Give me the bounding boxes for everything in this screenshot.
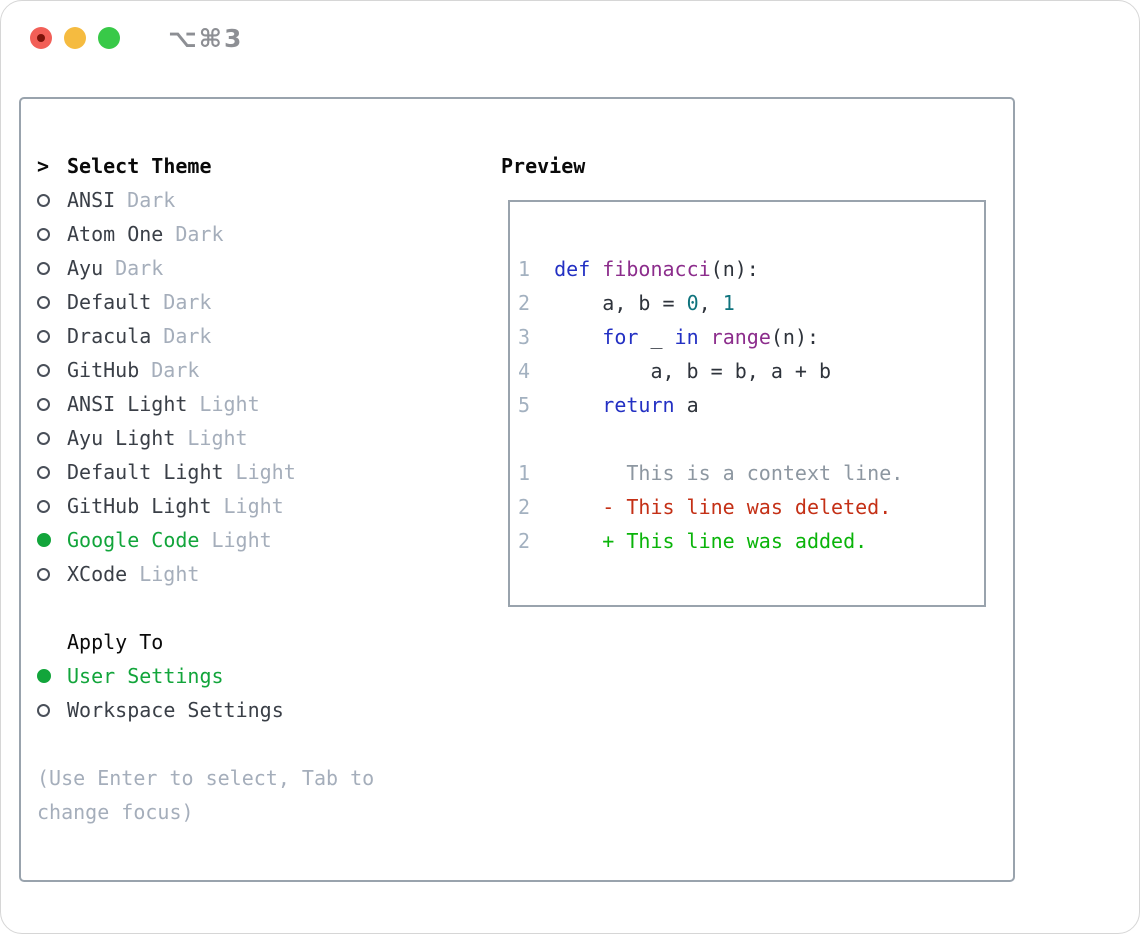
- line-number: 1: [518, 461, 531, 485]
- line-number: 1: [518, 257, 531, 281]
- theme-name: GitHub Light: [67, 494, 212, 518]
- preview-title: Preview: [501, 154, 586, 178]
- theme-item[interactable]: Atom One Dark: [37, 217, 477, 251]
- theme-variant: Light: [199, 392, 260, 416]
- radio-icon: [37, 363, 67, 377]
- maximize-button-icon[interactable]: [98, 27, 120, 49]
- radio-icon: [37, 499, 67, 513]
- caret-icon: >: [37, 154, 50, 178]
- radio-selected-icon: [37, 533, 67, 547]
- diff-preview: 1 This is a context line.2 - This line w…: [518, 456, 984, 558]
- line-number: 5: [518, 393, 531, 417]
- theme-variant: Light: [187, 426, 248, 450]
- radio-icon: [37, 431, 67, 445]
- radio-icon: [37, 703, 67, 717]
- theme-item[interactable]: ANSI Light Light: [37, 387, 477, 421]
- theme-name: XCode: [67, 562, 128, 586]
- theme-variant: Light: [139, 562, 200, 586]
- spacer: [518, 422, 984, 456]
- theme-item[interactable]: Ayu Dark: [37, 251, 477, 285]
- radio-icon: [37, 227, 67, 241]
- apply-to-header-row: Apply To: [37, 625, 477, 659]
- theme-name: Google Code: [67, 528, 200, 552]
- close-button-icon[interactable]: [30, 27, 52, 49]
- theme-name: GitHub: [67, 358, 140, 382]
- close-record-dot-icon: [37, 34, 45, 42]
- theme-name: Ayu Light: [67, 426, 176, 450]
- line-number: 2: [518, 291, 531, 315]
- theme-variant: Dark: [127, 188, 176, 212]
- radio-icon: [37, 329, 67, 343]
- apply-option-label: Workspace Settings: [67, 698, 284, 722]
- theme-item[interactable]: GitHub Dark: [37, 353, 477, 387]
- title-bar: ⌥⌘3: [1, 1, 1139, 75]
- line-number: 3: [518, 325, 531, 349]
- theme-variant: Dark: [175, 222, 224, 246]
- apply-option-label: User Settings: [67, 664, 224, 688]
- spacer: [37, 727, 477, 761]
- theme-item[interactable]: XCode Light: [37, 557, 477, 591]
- minimize-button-icon[interactable]: [64, 27, 86, 49]
- theme-variant: Light: [223, 494, 284, 518]
- theme-name: Default: [67, 290, 152, 314]
- spacer: [37, 591, 477, 625]
- help-text-line1: (Use Enter to select, Tab to: [37, 766, 375, 790]
- code-line: 2 a, b = 0, 1: [518, 286, 984, 320]
- apply-option[interactable]: User Settings: [37, 659, 477, 693]
- apply-option[interactable]: Workspace Settings: [37, 693, 477, 727]
- theme-item[interactable]: Ayu Light Light: [37, 421, 477, 455]
- theme-variant: Dark: [115, 256, 164, 280]
- radio-icon: [37, 261, 67, 275]
- theme-variant: Dark: [151, 358, 200, 382]
- code-line: 5 return a: [518, 388, 984, 422]
- theme-list-header-row: > Select Theme: [37, 149, 477, 183]
- code-line: 4 a, b = b, a + b: [518, 354, 984, 388]
- theme-variant: Dark: [163, 324, 212, 348]
- theme-item[interactable]: ANSI Dark: [37, 183, 477, 217]
- radio-icon: [37, 295, 67, 309]
- diff-line-added: 2 + This line was added.: [518, 524, 984, 558]
- theme-item[interactable]: Google Code Light: [37, 523, 477, 557]
- theme-variant: Dark: [163, 290, 212, 314]
- theme-item[interactable]: Dracula Dark: [37, 319, 477, 353]
- diff-line-deleted: 2 - This line was deleted.: [518, 490, 984, 524]
- radio-icon: [37, 567, 67, 581]
- theme-item[interactable]: Default Light Light: [37, 455, 477, 489]
- theme-name: Dracula: [67, 324, 152, 348]
- radio-selected-icon: [37, 669, 67, 683]
- theme-list-header: Select Theme: [67, 154, 212, 178]
- theme-item[interactable]: GitHub Light Light: [37, 489, 477, 523]
- theme-name: Default Light: [67, 460, 224, 484]
- radio-icon: [37, 397, 67, 411]
- theme-name: ANSI: [67, 188, 116, 212]
- theme-name: Atom One: [67, 222, 164, 246]
- line-number: 2: [518, 529, 531, 553]
- help-text-line2: change focus): [37, 800, 194, 824]
- radio-icon: [37, 193, 67, 207]
- line-number: 4: [518, 359, 531, 383]
- diff-line-context: 1 This is a context line.: [518, 456, 984, 490]
- radio-icon: [37, 465, 67, 479]
- theme-name: ANSI Light: [67, 392, 188, 416]
- line-number: 2: [518, 495, 531, 519]
- theme-item[interactable]: Default Dark: [37, 285, 477, 319]
- theme-name: Ayu: [67, 256, 104, 280]
- window-title: ⌥⌘3: [168, 24, 244, 53]
- theme-variant: Light: [211, 528, 272, 552]
- apply-to-header: Apply To: [67, 630, 164, 654]
- code-line: 3 for _ in range(n):: [518, 320, 984, 354]
- theme-variant: Light: [235, 460, 296, 484]
